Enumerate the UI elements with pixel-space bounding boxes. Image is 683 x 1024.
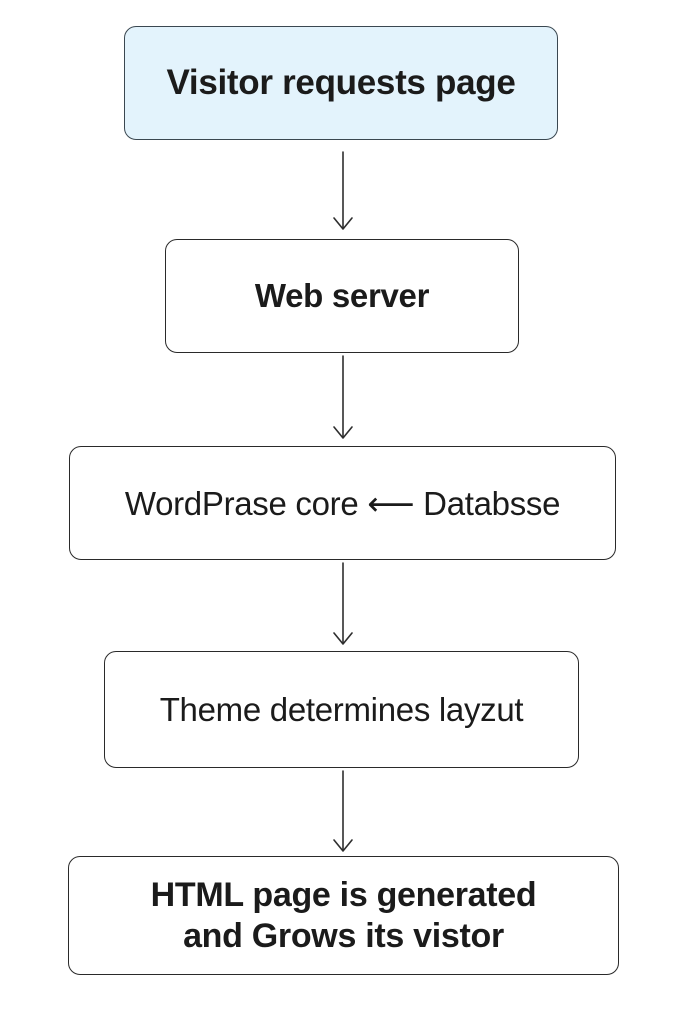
node-visitor-requests-page: Visitor requests page [124,26,558,140]
arrow-theme-to-html [333,770,353,852]
arrow-core-to-theme [333,562,353,645]
node-label: WordPrase core ⟵ Databsse [124,484,561,522]
node-web-server: Web server [165,239,519,353]
node-label: Theme determines layzut [159,690,524,728]
node-html-page-generated: HTML page is generated and Grows its vis… [68,856,619,975]
arrow-webserver-to-core [333,355,353,439]
node-label-line-2: and Grows its vistor [183,916,504,955]
node-label: Web server [254,277,430,314]
arrow-request-to-webserver [333,151,353,230]
node-theme-layout: Theme determines layzut [104,651,579,768]
node-wordpress-core-database: WordPrase core ⟵ Databsse [69,446,616,560]
node-label-line-1: HTML page is generated [150,875,537,914]
node-label: Visitor requests page [166,63,516,102]
